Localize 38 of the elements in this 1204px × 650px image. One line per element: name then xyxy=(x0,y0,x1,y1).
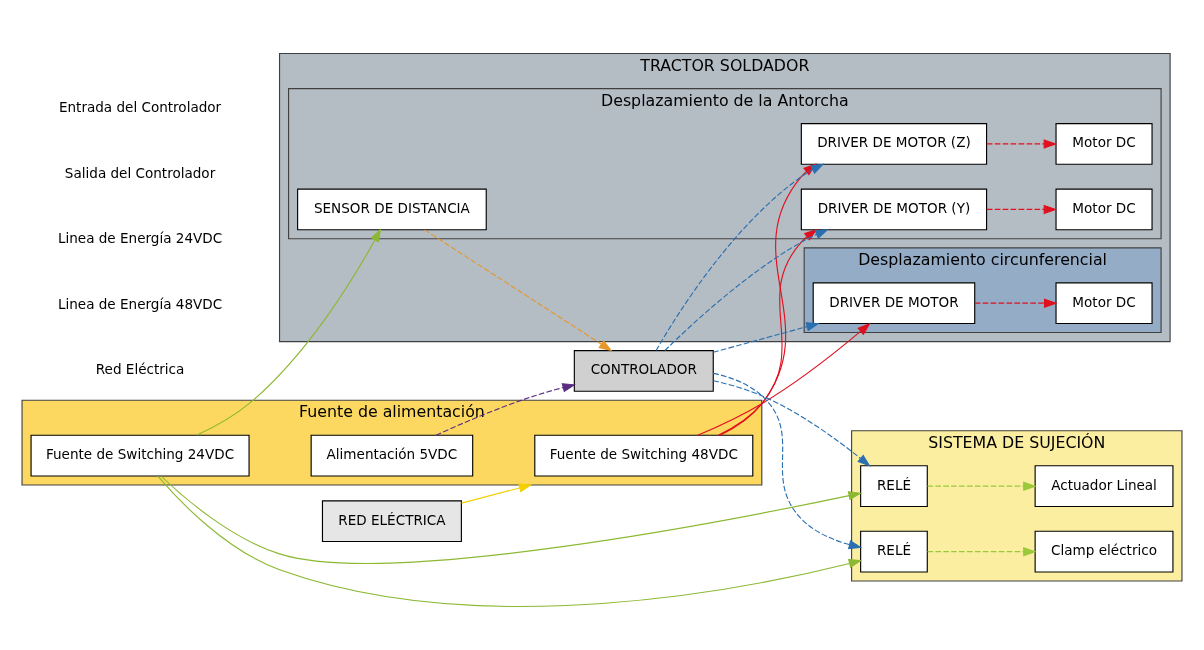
node-box: DRIVER DE MOTOR (Y) xyxy=(800,188,988,230)
arrow xyxy=(697,322,871,436)
legend-label: Red Eléctrica xyxy=(95,360,185,377)
legend-label: Linea de Energía 48VDC xyxy=(57,295,223,312)
legend-label: Linea de Energía 24VDC xyxy=(57,229,223,246)
arrow xyxy=(424,228,613,351)
arrow xyxy=(461,482,533,504)
node-box: DRIVER DE MOTOR (Z) xyxy=(800,122,988,165)
arrow xyxy=(717,228,818,436)
node-box: RELÉ xyxy=(860,464,928,507)
arrow xyxy=(157,475,863,607)
arrow xyxy=(712,372,863,549)
arrow xyxy=(974,297,1058,308)
arrow xyxy=(986,204,1058,214)
node-box: Motor DC xyxy=(1055,122,1153,165)
node-box: DRIVER DE MOTOR xyxy=(812,281,976,324)
node-box: RED ELÉCTRICA xyxy=(321,499,462,542)
legend-label: Entrada del Controlador xyxy=(58,98,222,115)
node-box: Fuente de Switching 24VDC xyxy=(30,434,250,477)
arrow xyxy=(712,379,871,467)
arrow xyxy=(927,546,1037,556)
node-box: Motor DC xyxy=(1055,281,1153,324)
node-box: RELÉ xyxy=(860,530,928,573)
arrow xyxy=(712,321,820,353)
arrow xyxy=(160,475,862,564)
node-box: Alimentación 5VDC xyxy=(310,434,474,477)
node-box: SENSOR DE DISTANCIA xyxy=(297,188,487,230)
arrow xyxy=(664,228,829,351)
arrow xyxy=(927,480,1037,491)
node-box: Clamp eléctrico xyxy=(1034,530,1174,573)
arrow xyxy=(986,138,1058,149)
legend-label: Salida del Controlador xyxy=(64,164,216,181)
node-box: Actuador Lineal xyxy=(1034,464,1174,507)
node-box: CONTROLADOR xyxy=(573,349,714,392)
node-box: Fuente de Switching 48VDC xyxy=(534,434,754,477)
arrow xyxy=(196,227,382,436)
arrow xyxy=(435,382,576,436)
node-box: Motor DC xyxy=(1055,188,1153,230)
